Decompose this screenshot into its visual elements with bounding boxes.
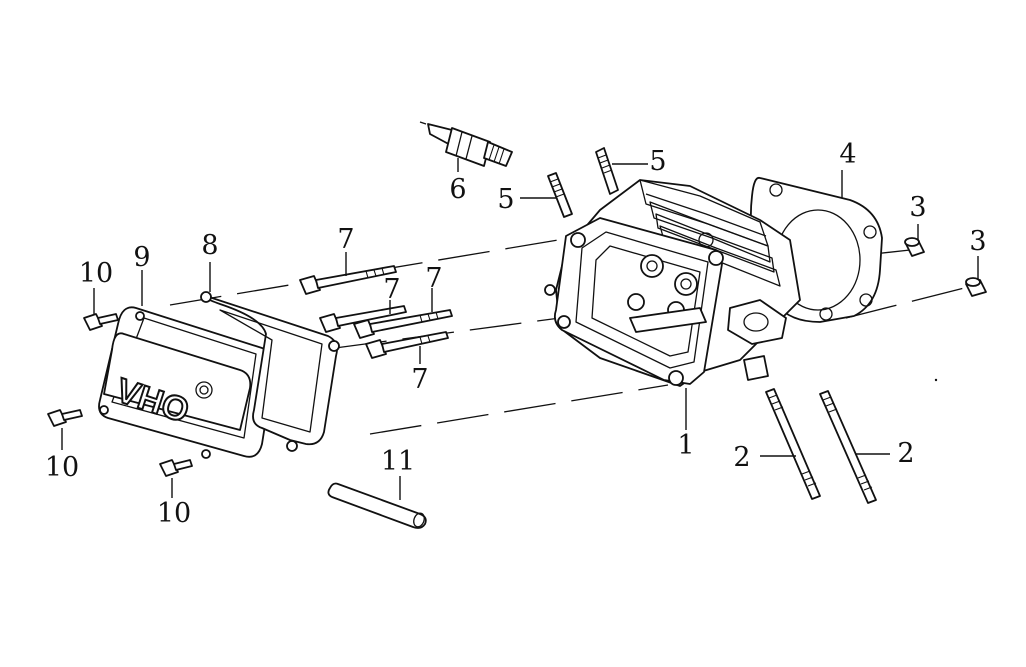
cover-bolt-bottom-part [159,459,193,477]
callout-7-upper-mid: 7 [383,274,400,305]
leader-lines [61,158,979,500]
callout-7-top: 7 [337,224,354,255]
stud-lower-part [547,172,573,218]
spark-plug-part [419,121,513,167]
callout-2-right: 2 [897,438,914,469]
cover-gasket-part [200,291,340,452]
callout-7-upper-right: 7 [425,263,442,294]
callout-6: 6 [449,174,466,205]
stud-bolt-right-part [819,390,877,504]
callout-10-bottom: 10 [157,498,191,529]
callout-8: 8 [201,230,218,261]
stud-upper-part [595,147,619,195]
callout-1: 1 [677,430,694,461]
callout-2-left: 2 [733,442,750,473]
callout-7-lower: 7 [411,364,428,395]
callout-10-top: 10 [79,258,113,289]
speck-mark [934,378,938,382]
pipe-part [327,482,427,529]
cylinder-head-part [544,179,801,387]
head-cover-part: OHV [98,306,276,459]
callout-10-left: 10 [45,452,79,483]
callout-4: 4 [839,139,856,170]
cover-bolt-left-part [47,409,83,427]
callout-5-upper: 5 [649,146,666,177]
stud-bolt-left-part [765,388,821,500]
callout-9: 9 [133,242,150,273]
bolt-top-part [299,265,397,295]
callout-labels: 1 2 2 3 3 4 5 5 6 7 7 7 7 8 9 10 10 10 1… [45,139,987,529]
bolt-upper-mid-part [319,305,407,333]
callout-3-lower: 3 [969,226,986,257]
dowel-pin-upper-part [904,237,925,257]
bolt-lower-part [365,331,449,359]
cover-bolt-top-part [83,313,119,331]
dowel-pin-lower-part [965,277,987,297]
callout-3-upper: 3 [909,192,926,223]
callout-5-lower: 5 [497,184,514,215]
callout-11: 11 [381,446,415,477]
